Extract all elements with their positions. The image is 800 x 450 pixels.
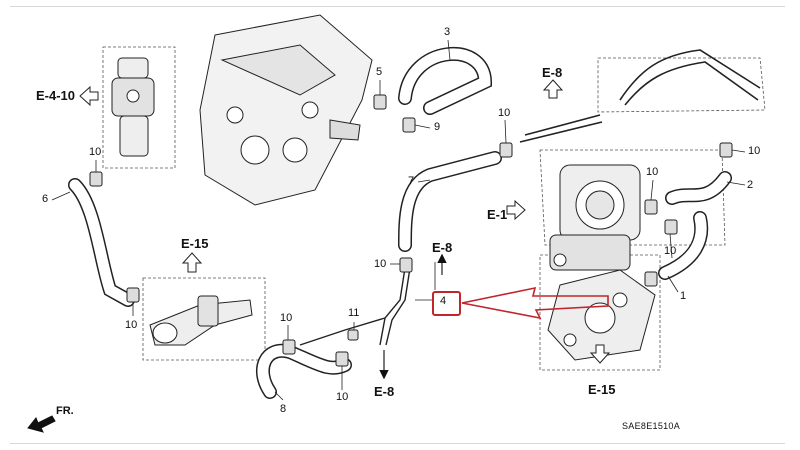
callout-10-mid: 10 [374,258,387,270]
leader-lines [51,39,746,401]
callout-1: 1 [680,290,687,302]
ref-e-15-left: E-15 [181,236,209,251]
hose-clamps [89,94,733,367]
ref-e-4-10: E-4-10 [36,88,76,103]
callout-10-throttle-b: 10 [664,245,677,257]
dashed-outline-lower-left [142,277,266,361]
callout-10-bottom: 10 [336,391,349,403]
ref-e-8-bottom: E-8 [374,384,395,399]
thermostat-housing-art [547,269,656,361]
engine-block-art [199,14,373,206]
callout-6: 6 [42,193,49,205]
diagram-code: SAE8E1510A [622,421,681,431]
water-fitting-art [149,295,253,346]
callout-10-left: 10 [125,319,138,331]
callout-3: 3 [444,26,451,38]
callout-7: 7 [408,175,415,187]
callout-8: 8 [280,403,287,415]
callout-11: 11 [348,307,360,319]
callout-10-throttle-a: 10 [646,166,659,178]
ref-e-1: E-1 [487,207,508,222]
dashed-outline-egr [102,46,176,169]
ref-e-15-right: E-15 [588,382,616,397]
ref-solid-arrows [379,253,447,380]
callout-10-right: 10 [748,145,761,157]
throttle-body-art [549,164,641,271]
callout-10-lower: 10 [280,312,293,324]
highlight-arrow [461,286,609,320]
ref-e-8-mid: E-8 [432,240,453,255]
callout-4: 4 [440,295,447,307]
egr-valve-art [111,57,155,157]
callout-10-upper: 10 [498,107,511,119]
callout-5: 5 [376,66,383,78]
callout-9: 9 [434,121,441,133]
highlight-box [432,291,461,316]
ref-e-8-top: E-8 [542,65,563,80]
front-label: FR. [56,405,74,417]
hose-4-art [299,267,411,346]
ref-arrows [79,79,611,364]
callout-10-egr: 10 [89,146,102,158]
front-arrow-icon [27,415,56,433]
callout-2: 2 [747,179,754,191]
diagram-frame [10,6,785,444]
coolant-pipes-art [519,49,761,143]
